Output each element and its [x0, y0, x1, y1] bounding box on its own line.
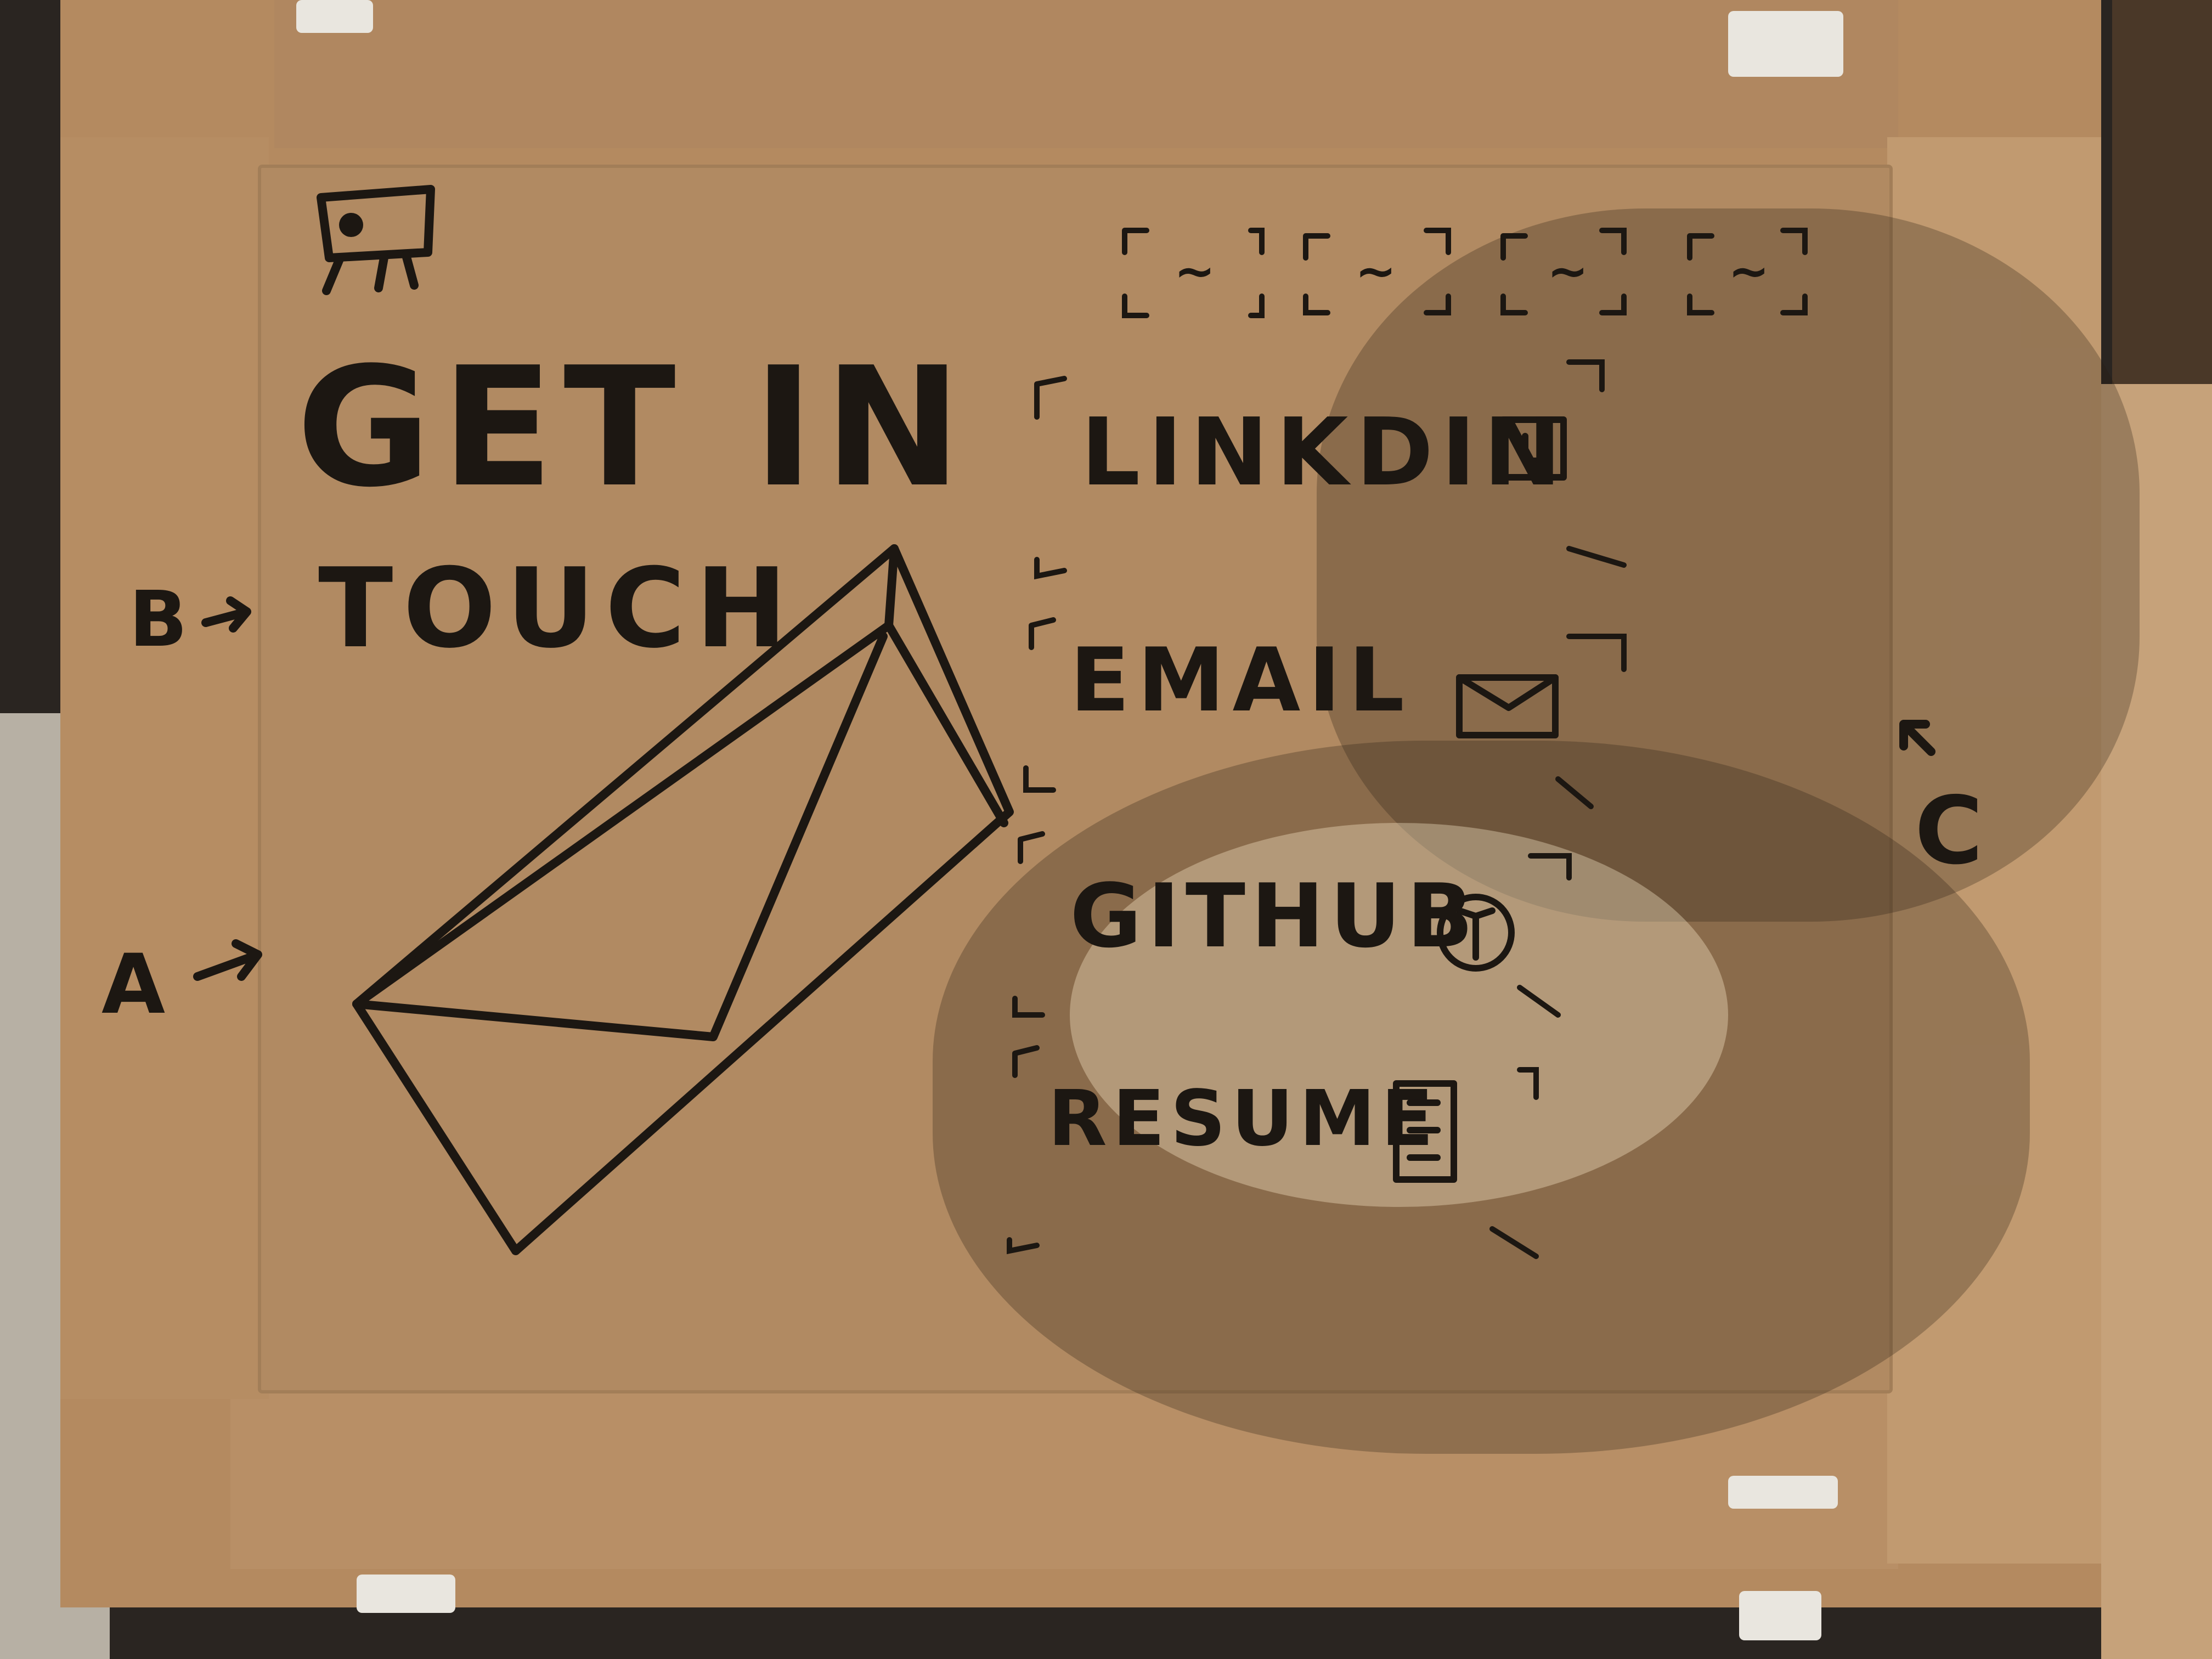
contact-brackets-sketch — [1007, 359, 1627, 1259]
cardboard-right-flap — [1887, 137, 2101, 1564]
annotation-label-b: B — [129, 575, 198, 664]
arm-shadow — [933, 741, 2030, 1454]
annotation-label-a: A — [101, 937, 176, 1032]
nav-box-label: ~ — [1547, 242, 1599, 300]
cardboard-bottom-flap — [230, 1393, 1898, 1569]
annotation-arrow-a — [193, 939, 262, 981]
heading-line2: TOUCH — [318, 545, 798, 673]
annotation-arrow-c — [1899, 720, 1936, 756]
nav-box-label: ~ — [1355, 242, 1407, 300]
nav-box-label: ~ — [1174, 242, 1226, 300]
heading-line1: GET IN — [296, 332, 972, 523]
linkedin-icon — [1500, 416, 1567, 481]
contact-github-label: GITHUB — [1070, 865, 1479, 967]
hand-shadow — [1317, 208, 2140, 922]
annotation-label-c: C — [1915, 777, 1993, 885]
tape-strip — [357, 1575, 455, 1613]
tape-strip — [296, 0, 373, 33]
document-icon — [1393, 1080, 1457, 1183]
nav-box-label: ~ — [1728, 242, 1780, 300]
annotation-arrow-b — [201, 596, 251, 633]
nav-boxes-sketch — [1122, 228, 1808, 318]
tape-strip — [1728, 1476, 1838, 1509]
contact-linkedin-label: LINKDIN — [1081, 398, 1570, 507]
cardboard-top-flap — [274, 0, 1898, 148]
github-icon — [1437, 894, 1515, 972]
envelope-icon — [1456, 674, 1559, 738]
cardboard-left-flap — [60, 137, 269, 1399]
tape-strip — [1739, 1591, 1821, 1640]
contact-email-label: EMAIL — [1070, 629, 1412, 731]
contact-resume-label: RESUME — [1048, 1074, 1439, 1164]
robot-logo-icon — [317, 185, 435, 295]
paper-airplane-icon — [352, 544, 1014, 1255]
tape-strip — [1728, 11, 1843, 77]
sketch-panel — [258, 165, 1893, 1393]
